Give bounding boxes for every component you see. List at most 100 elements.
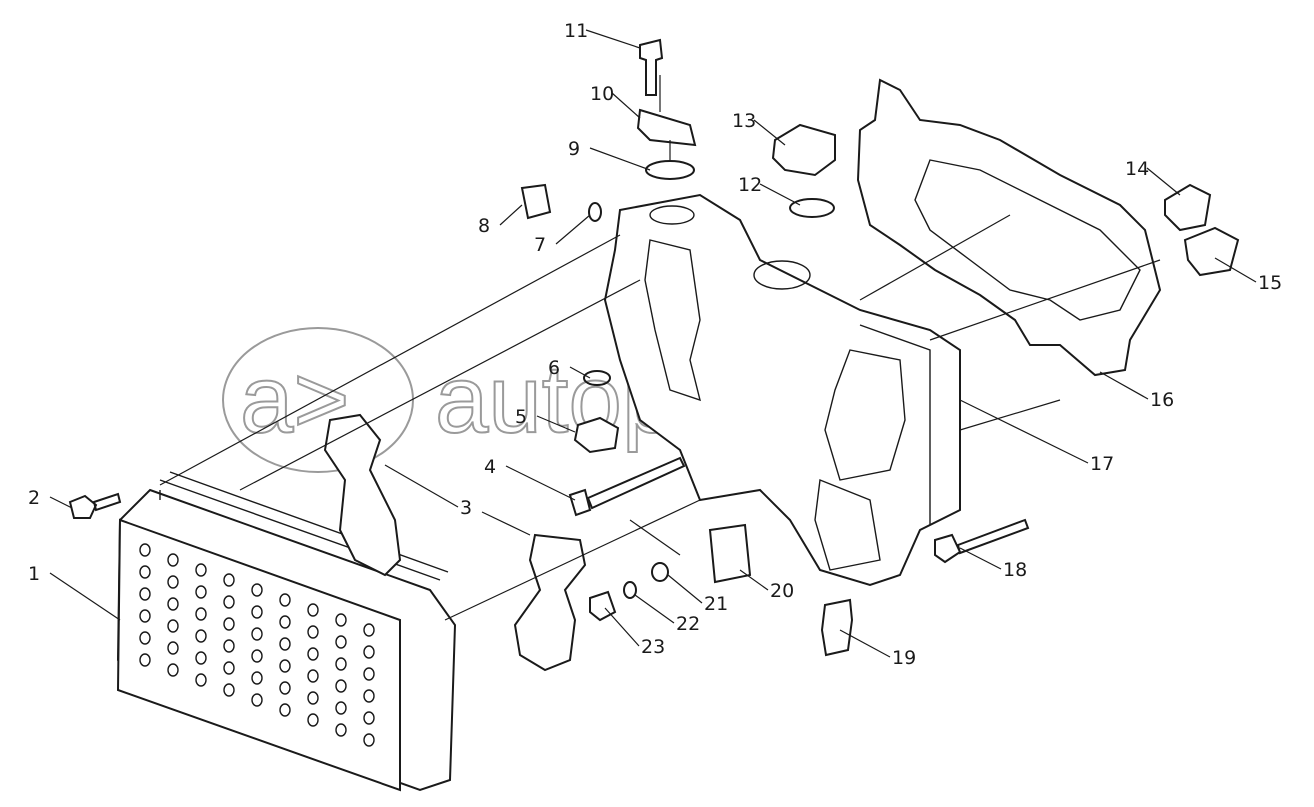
cooler-hole (195, 607, 207, 621)
cooler-hole (223, 573, 235, 587)
cooler-hole (363, 711, 375, 725)
callout-label: 12 (738, 174, 762, 196)
cooler-hole (251, 583, 263, 597)
callout-3: 3 (384, 464, 472, 519)
cooler-hole (279, 659, 291, 673)
o-ring-12 (789, 198, 835, 218)
bolt-2 (68, 492, 122, 519)
callout-22: 22 (634, 594, 700, 635)
cooler-hole (335, 701, 347, 715)
o-ring-9 (645, 160, 695, 180)
callout-12: 12 (738, 174, 801, 206)
sensor-15 (1183, 226, 1240, 277)
cooler-hole (139, 653, 151, 667)
callout-label: 2 (28, 487, 40, 509)
leader-line (604, 607, 640, 647)
leader-line (959, 399, 1089, 464)
leader-line (585, 29, 641, 49)
cooler-hole (307, 669, 319, 683)
callout-20: 20 (739, 569, 794, 602)
leader-line (49, 496, 73, 509)
leader-line (505, 465, 576, 501)
callout-label: 11 (564, 20, 588, 42)
cooler-hole (335, 723, 347, 737)
leader-line (759, 183, 801, 206)
leader-line (555, 214, 591, 245)
callout-label: 13 (732, 110, 756, 132)
cooler-hole (335, 679, 347, 693)
cooler-hole (223, 661, 235, 675)
callout-1: 1 (28, 563, 121, 621)
callout-11: 11 (564, 20, 641, 49)
cooler-hole (363, 645, 375, 659)
gasket-cover (856, 78, 1162, 377)
callout-label: 1 (28, 563, 40, 585)
cooler-hole (363, 689, 375, 703)
cooler-hole (251, 605, 263, 619)
gasket-upper (323, 413, 402, 577)
callout-19: 19 (839, 629, 916, 669)
callout-6: 6 (548, 357, 591, 379)
leader-line (1146, 167, 1181, 196)
flange-10 (636, 108, 697, 147)
cooler-hole (167, 619, 179, 633)
callout-21: 21 (667, 574, 728, 615)
sleeve-21 (651, 562, 669, 582)
callout-8: 8 (478, 204, 523, 237)
fitting-19 (820, 598, 854, 657)
leader-line (481, 511, 531, 536)
leader-line (959, 547, 1002, 570)
cooler-hole (195, 651, 207, 665)
cooler-hole (307, 713, 319, 727)
cooler-hole (167, 641, 179, 655)
cooler-hole (139, 609, 151, 623)
callout-label: 6 (548, 357, 560, 379)
plug-5 (573, 416, 620, 454)
callout-label: 21 (704, 593, 728, 615)
callout-13: 13 (732, 110, 786, 146)
cooler-hole (139, 631, 151, 645)
cooler-hole (279, 593, 291, 607)
callout-label: 18 (1003, 559, 1027, 581)
cooler-hole (335, 635, 347, 649)
cooler-hole (307, 691, 319, 705)
callout-16: 16 (1099, 371, 1174, 411)
cooler-hole (195, 585, 207, 599)
leader-line (589, 147, 651, 171)
sleeve-8 (520, 183, 552, 220)
o-ring-7 (588, 202, 602, 222)
fitting-20 (708, 523, 752, 584)
cooler-holes (139, 543, 375, 747)
leader-line (753, 119, 786, 146)
callout-18: 18 (959, 547, 1027, 581)
leader-line (49, 572, 121, 621)
callout-label: 10 (590, 83, 614, 105)
oil-filter-housing (603, 193, 961, 587)
assembly-lines (159, 75, 1161, 621)
cooler-hole (195, 673, 207, 687)
leader-line (499, 204, 523, 226)
cooler-hole (167, 553, 179, 567)
cooler-hole (139, 587, 151, 601)
callout-label: 17 (1090, 453, 1114, 475)
o-ring-22 (623, 581, 637, 599)
o-ring-6 (583, 370, 611, 386)
cooler-hole (251, 693, 263, 707)
cooler-hole (195, 563, 207, 577)
cooler-hole (195, 629, 207, 643)
leader-line (1099, 371, 1149, 400)
leader-line (1214, 257, 1257, 283)
callout-label: 9 (568, 138, 580, 160)
cooler-hole (335, 657, 347, 671)
cooler-hole (223, 617, 235, 631)
callout-label: 7 (534, 234, 546, 256)
callout-2: 2 (28, 487, 73, 509)
callout-label: 16 (1150, 389, 1174, 411)
oil-cooler (116, 471, 457, 792)
bolt-18 (934, 518, 1030, 564)
callout-9: 9 (568, 138, 651, 171)
callout-label: 4 (484, 456, 496, 478)
